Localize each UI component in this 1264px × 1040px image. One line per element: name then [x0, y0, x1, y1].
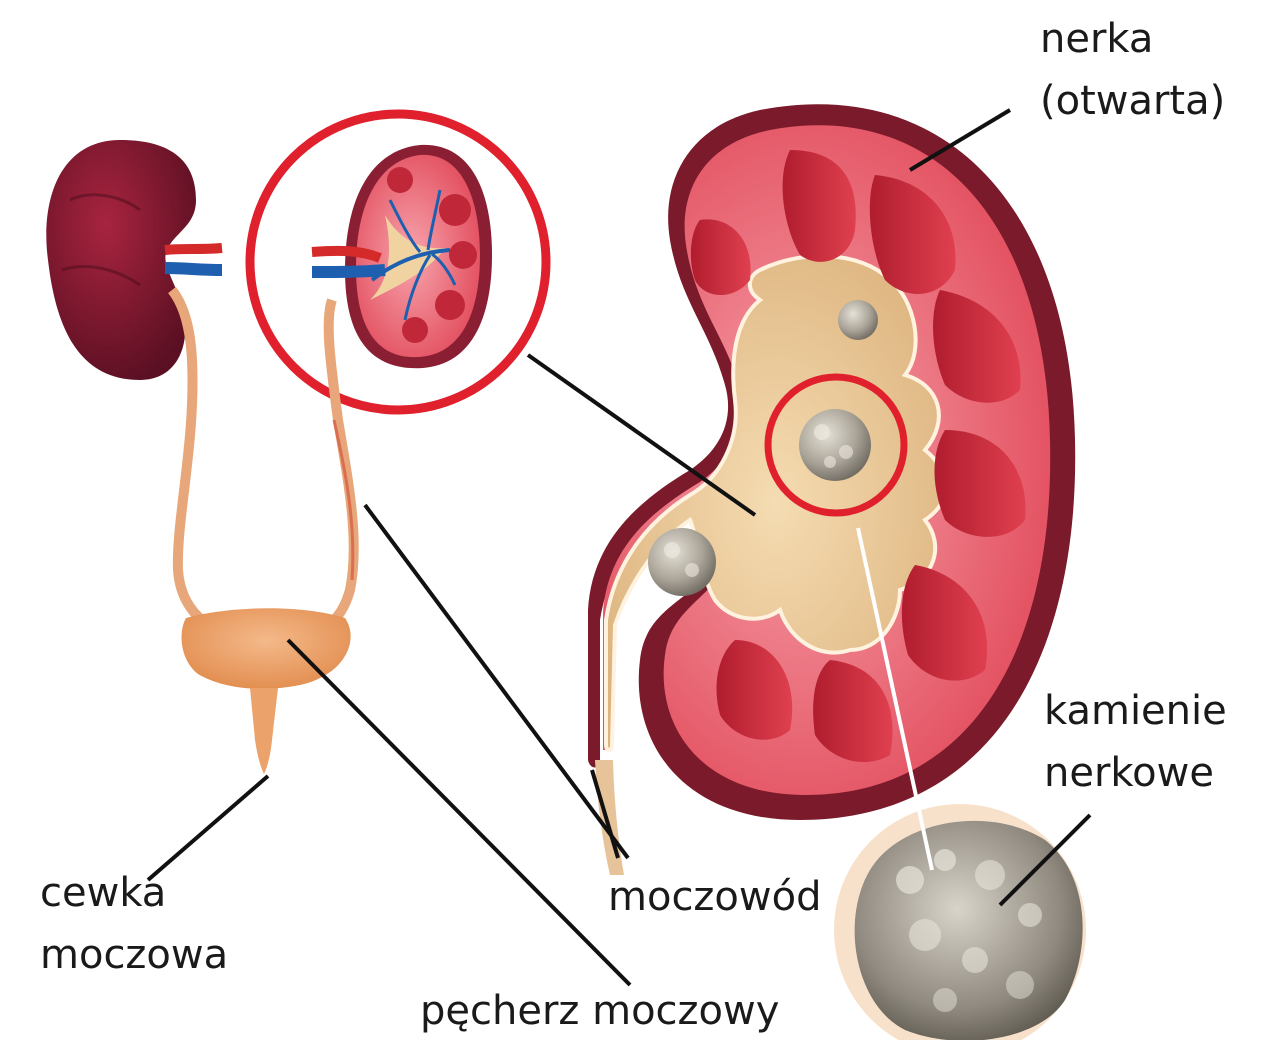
- label-ureter: moczowód: [608, 866, 821, 928]
- kidney-stone-left: [648, 528, 716, 596]
- label-urethra-line2: moczowa: [40, 924, 228, 986]
- kidney-stone-center: [799, 409, 871, 481]
- leader-line-bladder: [288, 640, 630, 985]
- label-urethra: cewka moczowa: [40, 862, 228, 986]
- large-opened-kidney: [588, 104, 1075, 875]
- zoomed-kidney-stone: [834, 804, 1086, 1040]
- ureters: [172, 290, 354, 625]
- label-kidney-line1: nerka: [1040, 8, 1225, 70]
- label-urethra-line1: cewka: [40, 862, 228, 924]
- label-bladder: pęcherz moczowy: [420, 980, 779, 1040]
- left-kidney: [46, 140, 196, 380]
- leader-line-zoom: [528, 355, 755, 515]
- kidney-stone-small: [838, 300, 878, 340]
- label-kidney-stones: kamienie nerkowe: [1044, 680, 1227, 804]
- label-stones-line1: kamienie: [1044, 680, 1227, 742]
- label-stones-line2: nerkowe: [1044, 742, 1227, 804]
- label-kidney-open: nerka (otwarta): [1040, 8, 1225, 132]
- bladder-and-urethra: [182, 608, 351, 774]
- label-kidney-line2: (otwarta): [1040, 70, 1225, 132]
- left-renal-vessels: [165, 248, 222, 270]
